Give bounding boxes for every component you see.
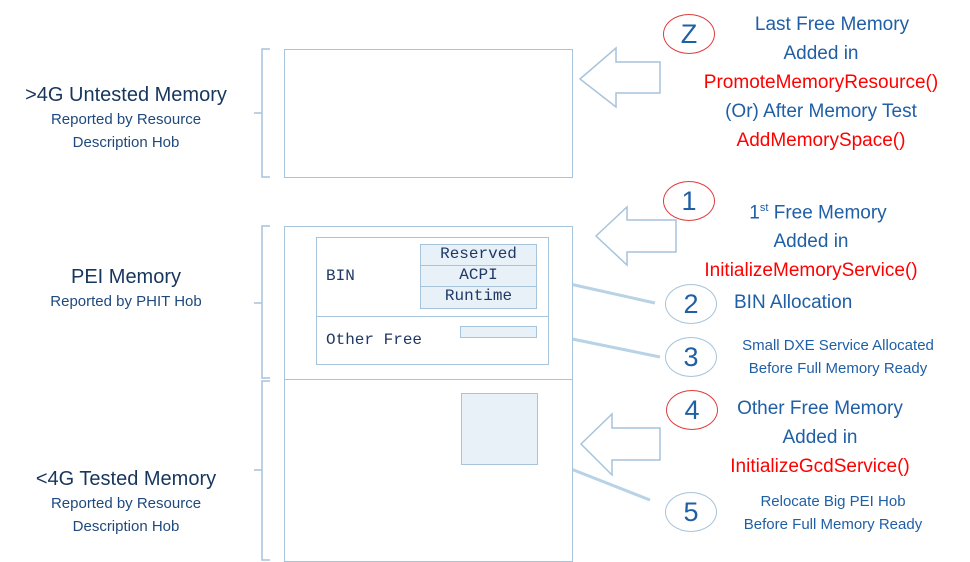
- bin-type-runtime: Runtime: [420, 286, 537, 309]
- bin-type-acpi: ACPI: [420, 265, 537, 287]
- step-text: Before Full Memory Ready: [743, 516, 923, 533]
- region-subtitle: Reported by Resource: [50, 495, 202, 512]
- step-text: Added in: [773, 231, 849, 253]
- step-marker-5: 5: [665, 492, 717, 532]
- region-subtitle: Reported by Resource: [50, 111, 202, 128]
- bin-type-reserved: Reserved: [420, 244, 537, 266]
- region-subtitle: Description Hob: [72, 134, 180, 151]
- step-text: Other Free Memory: [737, 398, 903, 419]
- step-note-2: BIN Allocation: [734, 292, 853, 313]
- step-note-z: Last Free Memory Added in PromoteMemoryR…: [676, 10, 966, 155]
- big-pei-hob-relocation: [461, 393, 538, 465]
- step-text: Before Full Memory Ready: [748, 360, 928, 377]
- step-text: Added in: [782, 427, 858, 448]
- function-name: AddMemorySpace(): [736, 130, 906, 151]
- step-marker-4: 4: [666, 390, 718, 430]
- step-note-4: Other Free Memory Added in InitializeGcd…: [700, 394, 940, 481]
- function-name: InitializeMemoryService(): [704, 260, 918, 282]
- block-arrow-1: [594, 205, 677, 267]
- region-title: <4G Tested Memory: [35, 468, 217, 490]
- step-text: Relocate Big PEI Hob: [760, 493, 906, 510]
- bracket-tested: [254, 380, 270, 561]
- other-free-label: Other Free: [326, 331, 423, 349]
- step-note-3: Small DXE Service Allocated Before Full …: [720, 334, 956, 380]
- step-text: 1st Free Memory: [749, 202, 887, 224]
- small-dxe-allocation: [460, 326, 537, 338]
- region-label-untested: >4G Untested Memory Reported by Resource…: [0, 83, 252, 154]
- step-marker-z: Z: [663, 14, 715, 54]
- step-marker-1: 1: [663, 181, 715, 221]
- function-name: InitializeGcdService(): [730, 456, 910, 477]
- bracket-pei: [254, 225, 270, 379]
- step-text: Last Free Memory: [754, 14, 910, 35]
- step-marker-2: 2: [665, 284, 717, 324]
- bin-label: BIN: [326, 267, 355, 285]
- region-subtitle: Description Hob: [72, 518, 180, 535]
- function-name: PromoteMemoryResource(): [703, 72, 939, 93]
- step-text: Small DXE Service Allocated: [742, 337, 934, 354]
- region-label-pei: PEI Memory Reported by PHIT Hob: [0, 265, 252, 313]
- step-text: (Or) After Memory Test: [725, 101, 917, 122]
- block-arrow-z: [578, 46, 661, 109]
- region-label-tested: <4G Tested Memory Reported by Resource D…: [0, 467, 252, 538]
- other-free-box: Other Free: [316, 316, 549, 365]
- region-subtitle: Reported by PHIT Hob: [50, 293, 202, 310]
- bracket-untested: [254, 48, 270, 178]
- step-marker-3: 3: [665, 337, 717, 377]
- step-note-1: 1st Free Memory Added in InitializeMemor…: [676, 194, 946, 285]
- region-title: >4G Untested Memory: [25, 84, 227, 106]
- step-text: Added in: [783, 43, 859, 64]
- region-title: PEI Memory: [70, 266, 182, 288]
- untested-memory-box: [284, 49, 573, 178]
- block-arrow-4: [579, 412, 661, 477]
- step-note-5: Relocate Big PEI Hob Before Full Memory …: [720, 490, 946, 536]
